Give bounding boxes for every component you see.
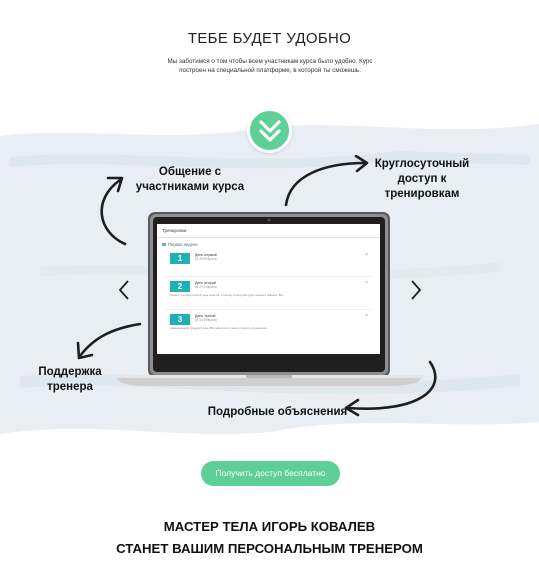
week-label: Первая неделя bbox=[168, 242, 198, 247]
curved-arrow-icon bbox=[344, 360, 437, 417]
lesson-description: Привет! Сегодня второй день занятий, а п… bbox=[170, 293, 286, 297]
close-icon[interactable]: × bbox=[365, 252, 368, 258]
curved-arrow-icon bbox=[100, 176, 127, 246]
feature-trainer-support: Поддержка тренера bbox=[30, 365, 110, 395]
feature-access: Круглосуточный доступ к тренировкам bbox=[367, 157, 477, 202]
feature-line: тренера bbox=[47, 381, 93, 393]
feature-line: тренировкам bbox=[384, 188, 460, 200]
curved-arrow-icon bbox=[284, 155, 369, 207]
curved-arrow-icon bbox=[76, 322, 142, 360]
feature-explanations: Подробные объяснения bbox=[207, 406, 348, 418]
double-chevron-down-icon bbox=[259, 120, 281, 142]
lesson-date: @ 30 Февраля bbox=[195, 318, 217, 322]
section-title: ТЕБЕ БУДЕТ УДОБНО bbox=[187, 30, 352, 47]
lesson-title: День второй bbox=[195, 281, 216, 285]
feature-line: Круглосуточный bbox=[374, 158, 470, 170]
chevron-right-icon[interactable] bbox=[408, 278, 424, 302]
screen-title: Тренировки bbox=[157, 224, 380, 238]
close-icon[interactable]: × bbox=[365, 280, 368, 286]
lesson-item[interactable]: 1 День первый @ 28 Февраля × bbox=[165, 251, 374, 277]
feature-line: доступ к bbox=[397, 173, 447, 185]
feature-communication: Общение с участниками курса bbox=[130, 165, 250, 195]
get-free-access-button[interactable]: Получить доступ бесплатно bbox=[201, 461, 340, 486]
feature-line: Общение с bbox=[158, 166, 222, 178]
folder-icon bbox=[162, 243, 166, 246]
week-header[interactable]: Первая неделя bbox=[157, 238, 380, 249]
lesson-date: @ 29 Февраля bbox=[195, 285, 217, 289]
section-subtitle: Мы заботимся о том чтобы всем участникам… bbox=[167, 58, 373, 74]
feature-line: участниками курса bbox=[135, 181, 245, 193]
footer-headline-line2: СТАНЕТ ВАШИМ ПЕРСОНАЛЬНЫМ ТРЕНЕРОМ bbox=[116, 541, 423, 556]
chevron-left-icon[interactable] bbox=[116, 278, 132, 302]
footer-headline-line1: МАСТЕР ТЕЛА ИГОРЬ КОВАЛЕВ bbox=[163, 519, 376, 534]
lesson-title: День третий bbox=[195, 314, 216, 318]
close-icon[interactable]: × bbox=[365, 313, 368, 319]
lesson-title: День первый bbox=[195, 253, 217, 257]
feature-line: Поддержка bbox=[38, 366, 102, 378]
lesson-number-badge: 3 bbox=[170, 314, 190, 325]
lesson-date: @ 28 Февраля bbox=[195, 257, 217, 261]
lesson-number-badge: 1 bbox=[170, 253, 190, 264]
lesson-description: Завершающий трудовой день! Все начнётся … bbox=[170, 326, 270, 330]
lesson-item[interactable]: 2 День второй @ 29 Февраля × Привет! Сег… bbox=[165, 279, 374, 310]
lesson-item[interactable]: 3 День третий @ 30 Февраля × Завершающий… bbox=[165, 312, 374, 342]
scroll-toggle-button[interactable] bbox=[247, 108, 292, 153]
lesson-number-badge: 2 bbox=[170, 281, 190, 292]
laptop-screen: Тренировки Первая неделя 1 День первый @… bbox=[157, 224, 380, 354]
